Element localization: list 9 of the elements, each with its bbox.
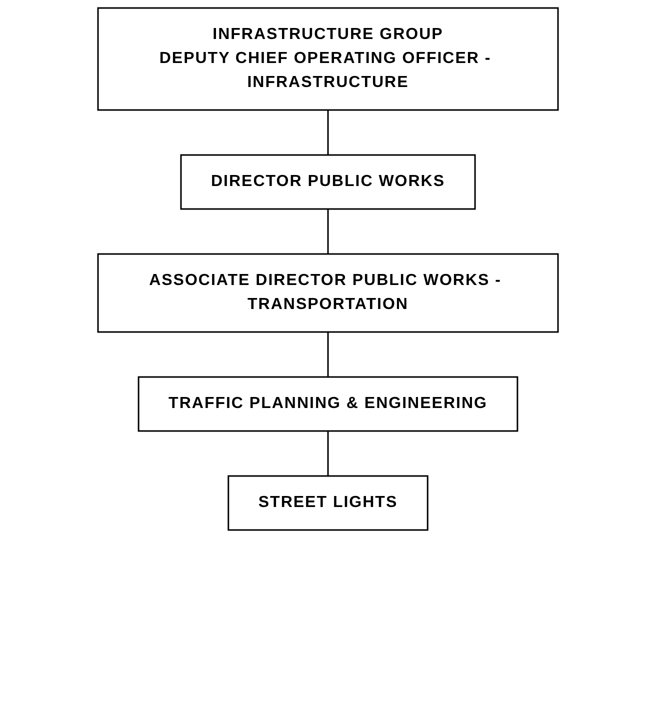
connector	[326, 431, 328, 476]
connector	[326, 110, 328, 155]
node-box: STREET LIGHTS	[227, 475, 428, 531]
node-box: TRAFFIC PLANNING & ENGINEERING	[137, 376, 518, 432]
node-box: INFRASTRUCTURE GROUP DEPUTY CHIEF OPERATING OFFICER - INFRASTRUCTURE	[96, 7, 558, 111]
connector	[326, 332, 328, 377]
node-box: ASSOCIATE DIRECTOR PUBLIC WORKS - TRANSPORTATION	[96, 253, 558, 333]
node-box: DIRECTOR PUBLIC WORKS	[180, 154, 476, 210]
connector	[326, 209, 328, 254]
